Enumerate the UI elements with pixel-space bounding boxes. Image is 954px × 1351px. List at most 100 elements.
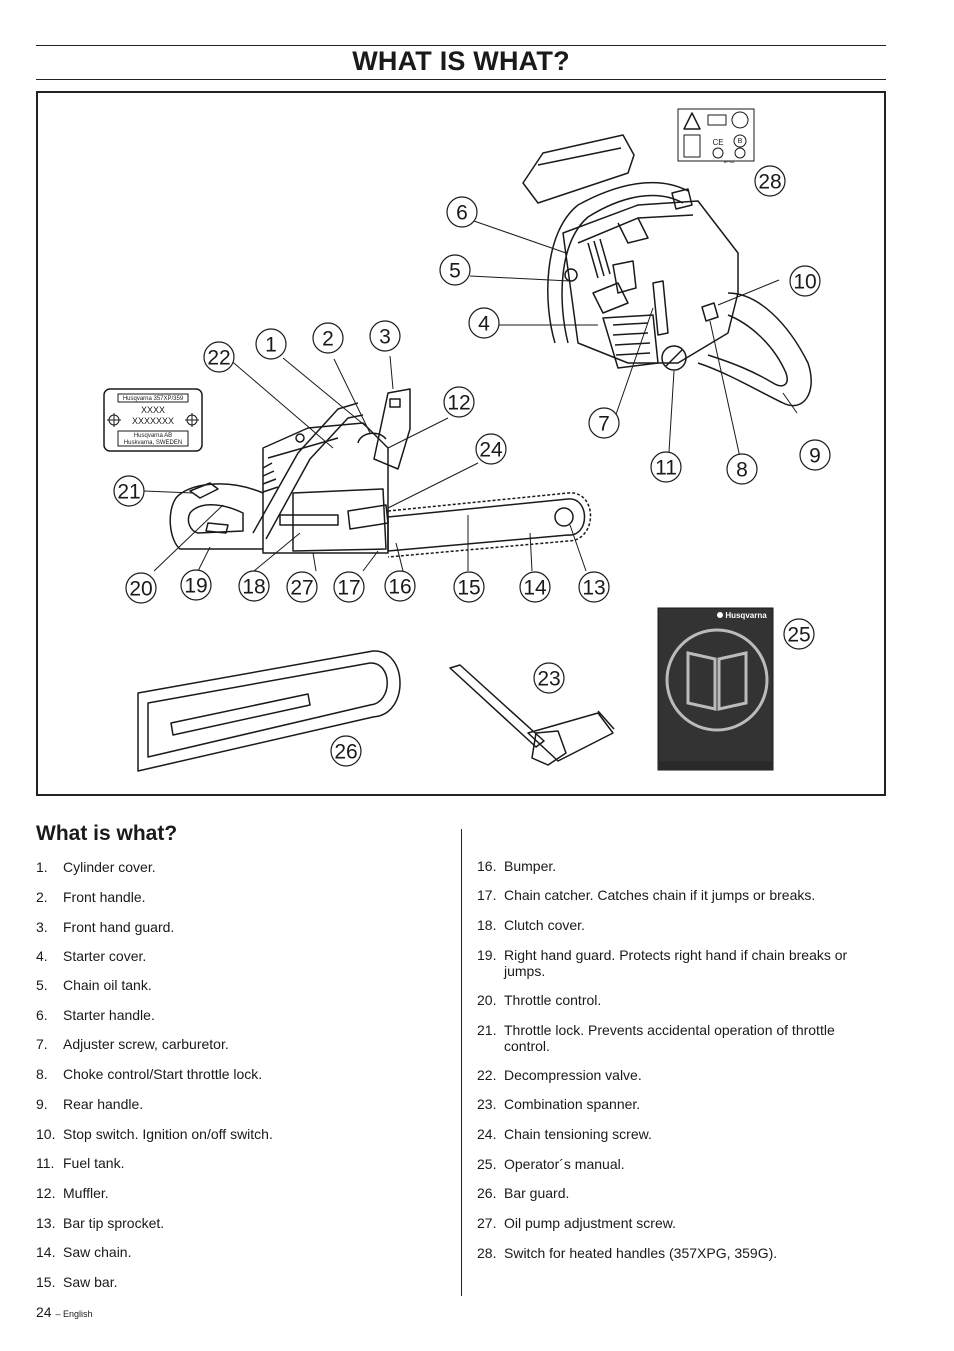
item-text: Chain catcher. Catches chain if it jumps… [504,887,816,903]
item-text: Saw chain. [63,1244,132,1260]
callout-28: 28 [758,171,781,194]
item-text: Bar tip sprocket. [63,1215,165,1231]
callout-19: 19 [184,575,207,598]
item-text: Saw bar. [63,1274,118,1290]
callout-9: 9 [809,445,821,468]
callout-24: 24 [479,439,503,462]
top-rule [36,45,886,46]
item-number: 26. [477,1185,497,1201]
item-number: 11. [36,1155,55,1171]
chainsaw-side-view [169,388,592,558]
item-text-continued: control. [504,1038,550,1054]
chainsaw-rear-view [522,134,812,407]
item-number: 24. [477,1126,497,1142]
manual-brand: Husqvarna [725,611,767,620]
section-title: What is what? [36,822,178,845]
plate-code-1: XXXX [141,405,165,415]
item-number: 2. [36,889,48,905]
book-icon [665,628,769,732]
item-number: 20. [477,992,497,1008]
callout-25: 25 [787,624,810,647]
leader-lines [143,220,798,572]
label-mark-b: B [738,138,743,145]
item-text: Muffler. [63,1185,109,1201]
item-text: Switch for heated handles (357XPG, 359G)… [504,1245,778,1261]
item-text: Operator´s manual. [504,1156,625,1172]
item-number: 12. [36,1185,56,1201]
item-number: 16. [477,858,497,874]
item-number: 13. [36,1215,56,1231]
callout-21: 21 [117,481,140,504]
callout-7: 7 [598,413,610,436]
item-text: Adjuster screw, carburetor. [63,1036,229,1052]
callout-17: 17 [337,577,360,600]
item-number: 28. [477,1245,497,1261]
parts-illustration: 1 2 3 4 5 6 7 8 9 10 11 12 13 14 15 16 1… [36,91,886,796]
item-text-continued: jumps. [504,963,546,979]
item-number: 5. [36,977,48,993]
callout-22: 22 [207,347,230,370]
item-text: Throttle control. [504,992,602,1008]
page-title: WHAT IS WHAT? [352,46,570,76]
plate-address: Huskvarna, SWEDEN [124,440,182,446]
label-text: BPSA [724,159,735,164]
callout-13: 13 [582,577,605,600]
item-text: Right hand guard. Protects right hand if… [504,947,848,963]
item-text: Stop switch. Ignition on/off switch. [63,1126,273,1142]
item-number: 10. [36,1126,56,1142]
plate-code-2: XXXXXXX [132,416,174,426]
item-number: 7. [36,1036,48,1052]
page-number: 24 [36,1304,52,1320]
callout-2: 2 [322,328,334,351]
item-text: Choke control/Start throttle lock. [63,1066,263,1082]
callout-circles [113,165,831,767]
item-number: 9. [36,1096,48,1112]
title-underline [36,79,886,80]
callout-27: 27 [290,577,313,600]
callout-18: 18 [242,576,265,599]
item-text: Cylinder cover. [63,859,156,875]
item-number: 17. [477,887,497,903]
callout-11: 11 [655,457,677,480]
item-text: Front handle. [63,889,146,905]
callout-6: 6 [456,202,468,225]
item-number: 19. [477,947,497,963]
callout-26: 26 [334,741,357,764]
callout-12: 12 [447,392,470,415]
item-number: 27. [477,1215,497,1231]
item-text: Combination spanner. [504,1096,641,1112]
item-number: 21. [477,1022,497,1038]
callout-15: 15 [457,577,480,600]
chainsaw-diagram: 1 2 3 4 5 6 7 8 9 10 11 12 13 14 15 16 1… [103,108,831,772]
item-number: 15. [36,1274,56,1290]
item-text: Throttle lock. Prevents accidental opera… [504,1022,835,1038]
item-number: 4. [36,948,48,964]
item-number: 14. [36,1244,56,1260]
callout-23: 23 [537,668,560,691]
item-text: Rear handle. [63,1096,144,1112]
operators-manual: Husqvarna [657,607,774,771]
callout-3: 3 [379,326,391,349]
item-text: Bumper. [504,858,557,874]
item-text: Clutch cover. [504,917,585,933]
item-number: 25. [477,1156,497,1172]
item-number: 22. [477,1067,497,1083]
item-text: Decompression valve. [504,1067,642,1083]
combination-spanner [449,664,615,766]
type-plate [103,388,203,452]
item-text: Front hand guard. [63,919,175,935]
column-divider [461,829,462,1296]
plate-model: Husqvarna 357XP/359 [123,396,184,402]
callout-16: 16 [388,576,411,599]
callout-4: 4 [478,313,490,336]
item-number: 3. [36,919,48,935]
item-text: Starter cover. [63,948,147,964]
item-number: 6. [36,1007,48,1023]
item-text: Oil pump adjustment screw. [504,1215,676,1231]
label-mark-ce: CE [712,138,723,147]
item-number: 1. [36,859,48,875]
item-text: Chain oil tank. [63,977,152,993]
callout-8: 8 [736,459,748,482]
husqvarna-logo-icon [717,612,723,618]
plate-maker: Husqvarna AB [134,433,172,439]
